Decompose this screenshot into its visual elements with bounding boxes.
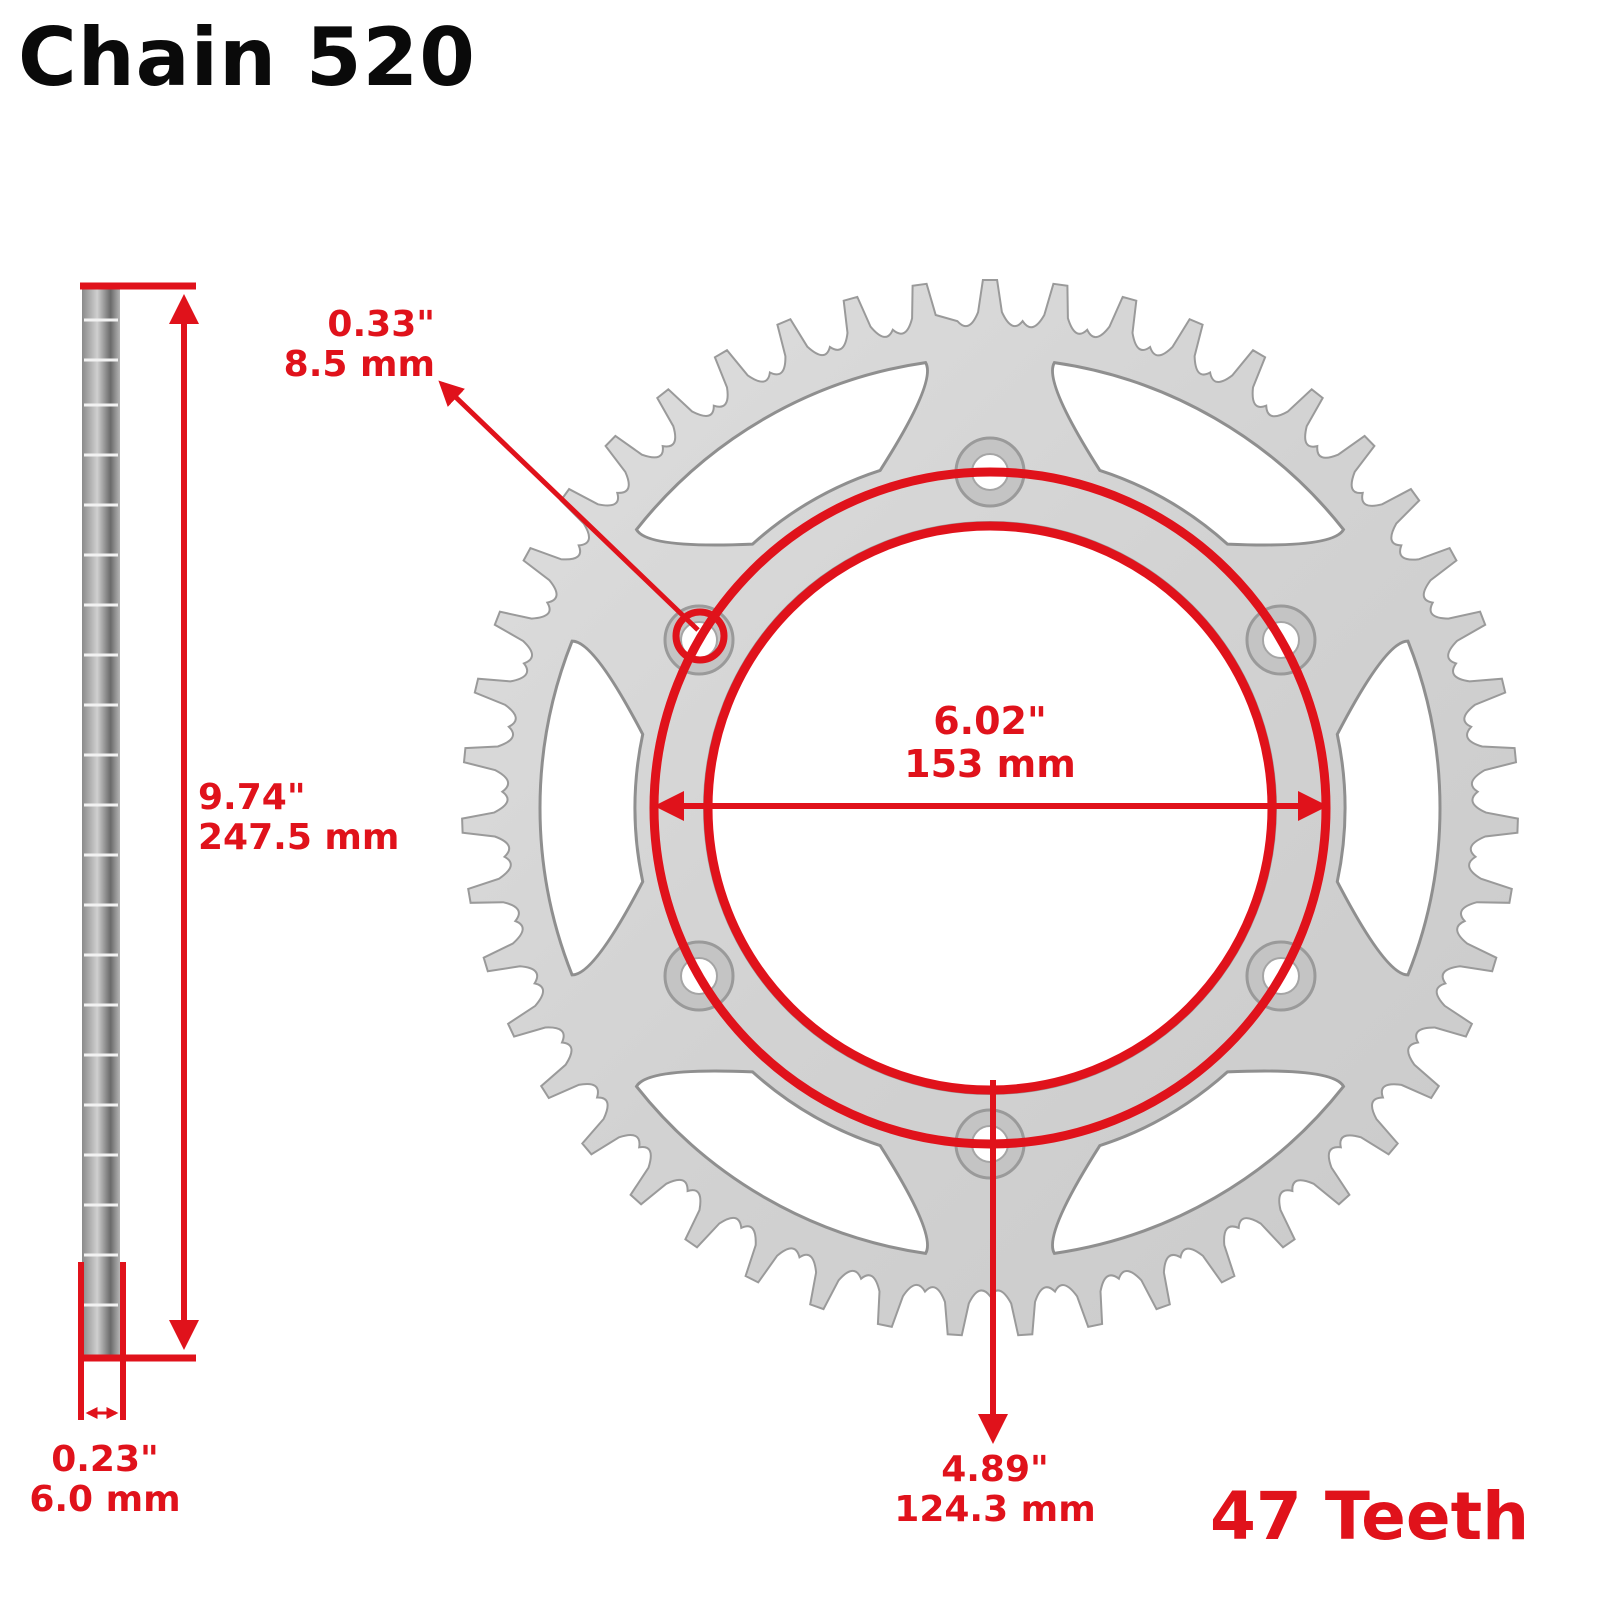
lightening-cutout (1335, 639, 1442, 977)
outer-diameter-dimension (80, 282, 199, 1362)
lightening-cutout (634, 361, 929, 547)
thickness-inches: 0.23" (51, 1439, 159, 1480)
bolt-hole-annotation (438, 380, 728, 664)
bolt-hole-mm: 8.5 mm (283, 344, 435, 386)
bolt-hole-inches: 0.33" (327, 304, 435, 345)
outer-diameter-label: 9.74" 247.5 mm (198, 777, 400, 859)
teeth-count-label: 47 Teeth (1210, 1478, 1530, 1555)
outer-diameter-mm: 247.5 mm (198, 817, 400, 859)
center-bore-label: 6.02" 153 mm (880, 700, 1100, 785)
outer-diameter-inches: 9.74" (198, 777, 306, 818)
bolt-circle-annotation (649, 467, 1331, 1444)
bolt-hole-label: 0.33" 8.5 mm (255, 304, 435, 386)
sprocket-side-profile (82, 288, 120, 1360)
lightening-cutout (634, 1069, 929, 1255)
bolt-circle-label: 4.89" 124.3 mm (880, 1449, 1110, 1531)
thickness-label: 0.23" 6.0 mm (0, 1439, 210, 1521)
center-bore-mm: 153 mm (904, 741, 1076, 786)
thickness-mm: 6.0 mm (29, 1479, 181, 1521)
thickness-dimension (78, 1262, 126, 1420)
page-title: Chain 520 (18, 11, 476, 104)
lightening-cutout (1051, 361, 1346, 547)
bolt-circle-mm: 124.3 mm (894, 1489, 1096, 1531)
sprocket-front-view (461, 279, 1519, 1337)
bolt-circle-inches: 4.89" (941, 1449, 1049, 1490)
lightening-cutout (538, 639, 645, 977)
center-bore-inches: 6.02" (933, 699, 1047, 743)
lightening-cutout (1051, 1069, 1346, 1255)
